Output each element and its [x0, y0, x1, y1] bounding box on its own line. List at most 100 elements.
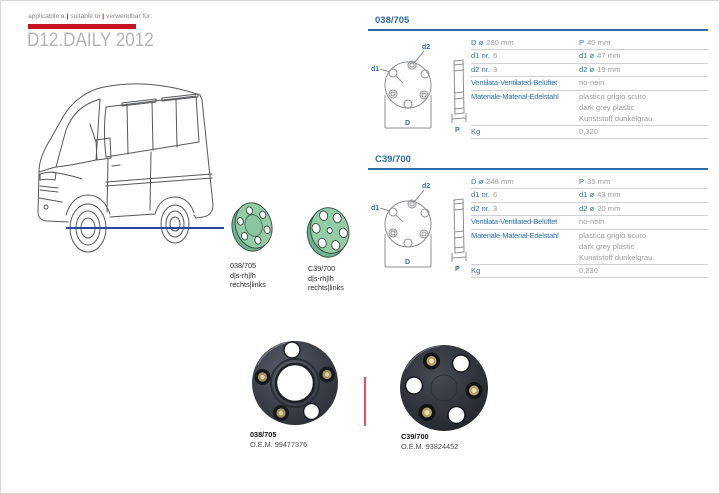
page-title: D12.DAILY 2012 [27, 30, 154, 51]
spec-row-weight: Kg 0,230 [471, 265, 708, 279]
spec-label: d2 ø [579, 203, 595, 213]
material-values: plastica grigio scuro dark grey plastic … [579, 230, 652, 263]
spec-label: D ø [471, 38, 484, 47]
diagram-label-d2: d2 [422, 44, 430, 51]
spec-value: 19 mm [597, 64, 621, 74]
spec-value: 3 [493, 203, 498, 213]
spec-label: Ventilata-Ventilated-Belüftet [471, 217, 558, 227]
pipe-separator: | [66, 13, 69, 20]
cover-side: d|s-rh|lh [230, 270, 256, 280]
tech-diagram: d1 d2 D P [371, 183, 467, 273]
lug-nut [418, 404, 436, 421]
lug-nut [273, 405, 289, 421]
cover-side: d|s-rh|lh [308, 273, 334, 283]
diagram-label-P: P [455, 266, 460, 273]
cover-side-de: rechts|links [230, 280, 266, 289]
spec-label: P [579, 177, 585, 186]
material-en: dark grey plastic [579, 241, 635, 251]
spec-label: d1 ø [579, 51, 595, 61]
title-rule [368, 29, 708, 31]
material-it: plastica grigio scuro [579, 230, 647, 240]
wheel-reference-line [66, 227, 224, 229]
spec-label: Kg [471, 265, 481, 275]
material-de: Kunststoff dunkelgrau [579, 252, 653, 262]
material-en: dark grey plastic [579, 102, 635, 112]
spec-label: d2 ø [579, 64, 595, 74]
photo-oem: O.E.M. 93824452 [401, 442, 459, 451]
applicability-seg1: applicabile a [28, 13, 65, 20]
lug-nut [465, 382, 483, 399]
spec-row-ventilated: Ventilata-Ventilated-Belüftet no-nein [471, 216, 708, 230]
photo-caption-c39-700: C39/700 O.E.M. 93824452 [401, 432, 458, 452]
spec-label: d2 nr. [471, 203, 490, 213]
photo-caption-038-705: 038/705 O.E.M. 99477376 [250, 430, 307, 450]
van-illustration [37, 83, 214, 253]
spec-value: 6 [493, 51, 498, 61]
cover-code: 038/705 [230, 261, 256, 270]
spec-value: no-nein [579, 78, 605, 88]
green-cover-illustration-c39-700 [306, 207, 350, 258]
applicability-seg2: suitable to [70, 13, 101, 20]
spec-label: D ø [471, 177, 484, 186]
cover-caption-c39-700: C39/700 d|s-rh|lh rechts|links [308, 264, 344, 293]
spec-value: no-nein [579, 217, 605, 227]
spec-value: 3 [493, 64, 498, 74]
applicability-seg3: verwendbar für: [106, 13, 152, 20]
spec-label: d1 nr. [471, 190, 490, 200]
photo-code: C39/700 [401, 432, 429, 441]
diagram-label-d1: d1 [371, 205, 379, 212]
green-cover-illustration-038-705 [231, 202, 273, 252]
spec-value: 6 [493, 190, 498, 200]
product-photo-038-705 [252, 341, 338, 425]
material-it: plastica grigio scuro [579, 91, 647, 101]
spec-value: 47 mm [597, 51, 621, 61]
lug-nut [423, 352, 440, 370]
spec-value: 280 mm [486, 38, 514, 47]
cover-code: C39/700 [308, 264, 336, 273]
spec-row-weight: Kg 0,320 [471, 126, 708, 140]
photo-code: 038/705 [250, 430, 277, 439]
spec-label: d1 nr. [471, 51, 490, 61]
cover-caption-038-705: 038/705 d|s-rh|lh rechts|links [230, 261, 266, 290]
spec-label: d2 nr. [471, 64, 490, 74]
spec-value: 0,320 [579, 126, 599, 136]
spec-label: Kg [471, 126, 481, 136]
diagram-label-P: P [455, 127, 460, 134]
applicability-note: applicabile a|suitable to|verwendbar für… [28, 13, 152, 20]
spec-row-material: Materiale-Material-Edelstahl plastica gr… [471, 230, 708, 265]
diagram-label-d2: d2 [422, 183, 430, 190]
spec-value: 248 mm [486, 177, 514, 186]
lug-nut [319, 366, 335, 383]
material-de: Kunststoff dunkelgrau [579, 113, 653, 123]
photo-oem: O.E.M. 99477376 [250, 440, 308, 449]
spec-value: 35 mm [587, 177, 611, 186]
diagram-label-d1: d1 [371, 66, 379, 73]
spec-value: 43 mm [597, 190, 621, 200]
diagram-label-D: D [405, 120, 410, 127]
spec-label: d1 ø [579, 190, 595, 200]
spec-table-title: C39/700 [375, 154, 411, 165]
spec-value: 20 mm [597, 203, 621, 213]
red-accent-bar [28, 24, 136, 29]
spec-label: Materiale-Material-Edelstahl [471, 91, 559, 101]
product-photo-c39-700 [400, 345, 488, 431]
spec-label: P [579, 38, 585, 47]
diagram-label-D: D [405, 259, 410, 266]
title-rule [368, 168, 708, 170]
spec-value: 0,230 [579, 265, 599, 275]
tech-diagram: d1 d2 D P [371, 44, 467, 134]
pipe-separator: | [102, 13, 105, 20]
material-values: plastica grigio scuro dark grey plastic … [579, 91, 652, 124]
photo-divider-line [364, 377, 366, 426]
spec-table-c39-700: C39/700 d1 d2 D P [368, 153, 708, 295]
